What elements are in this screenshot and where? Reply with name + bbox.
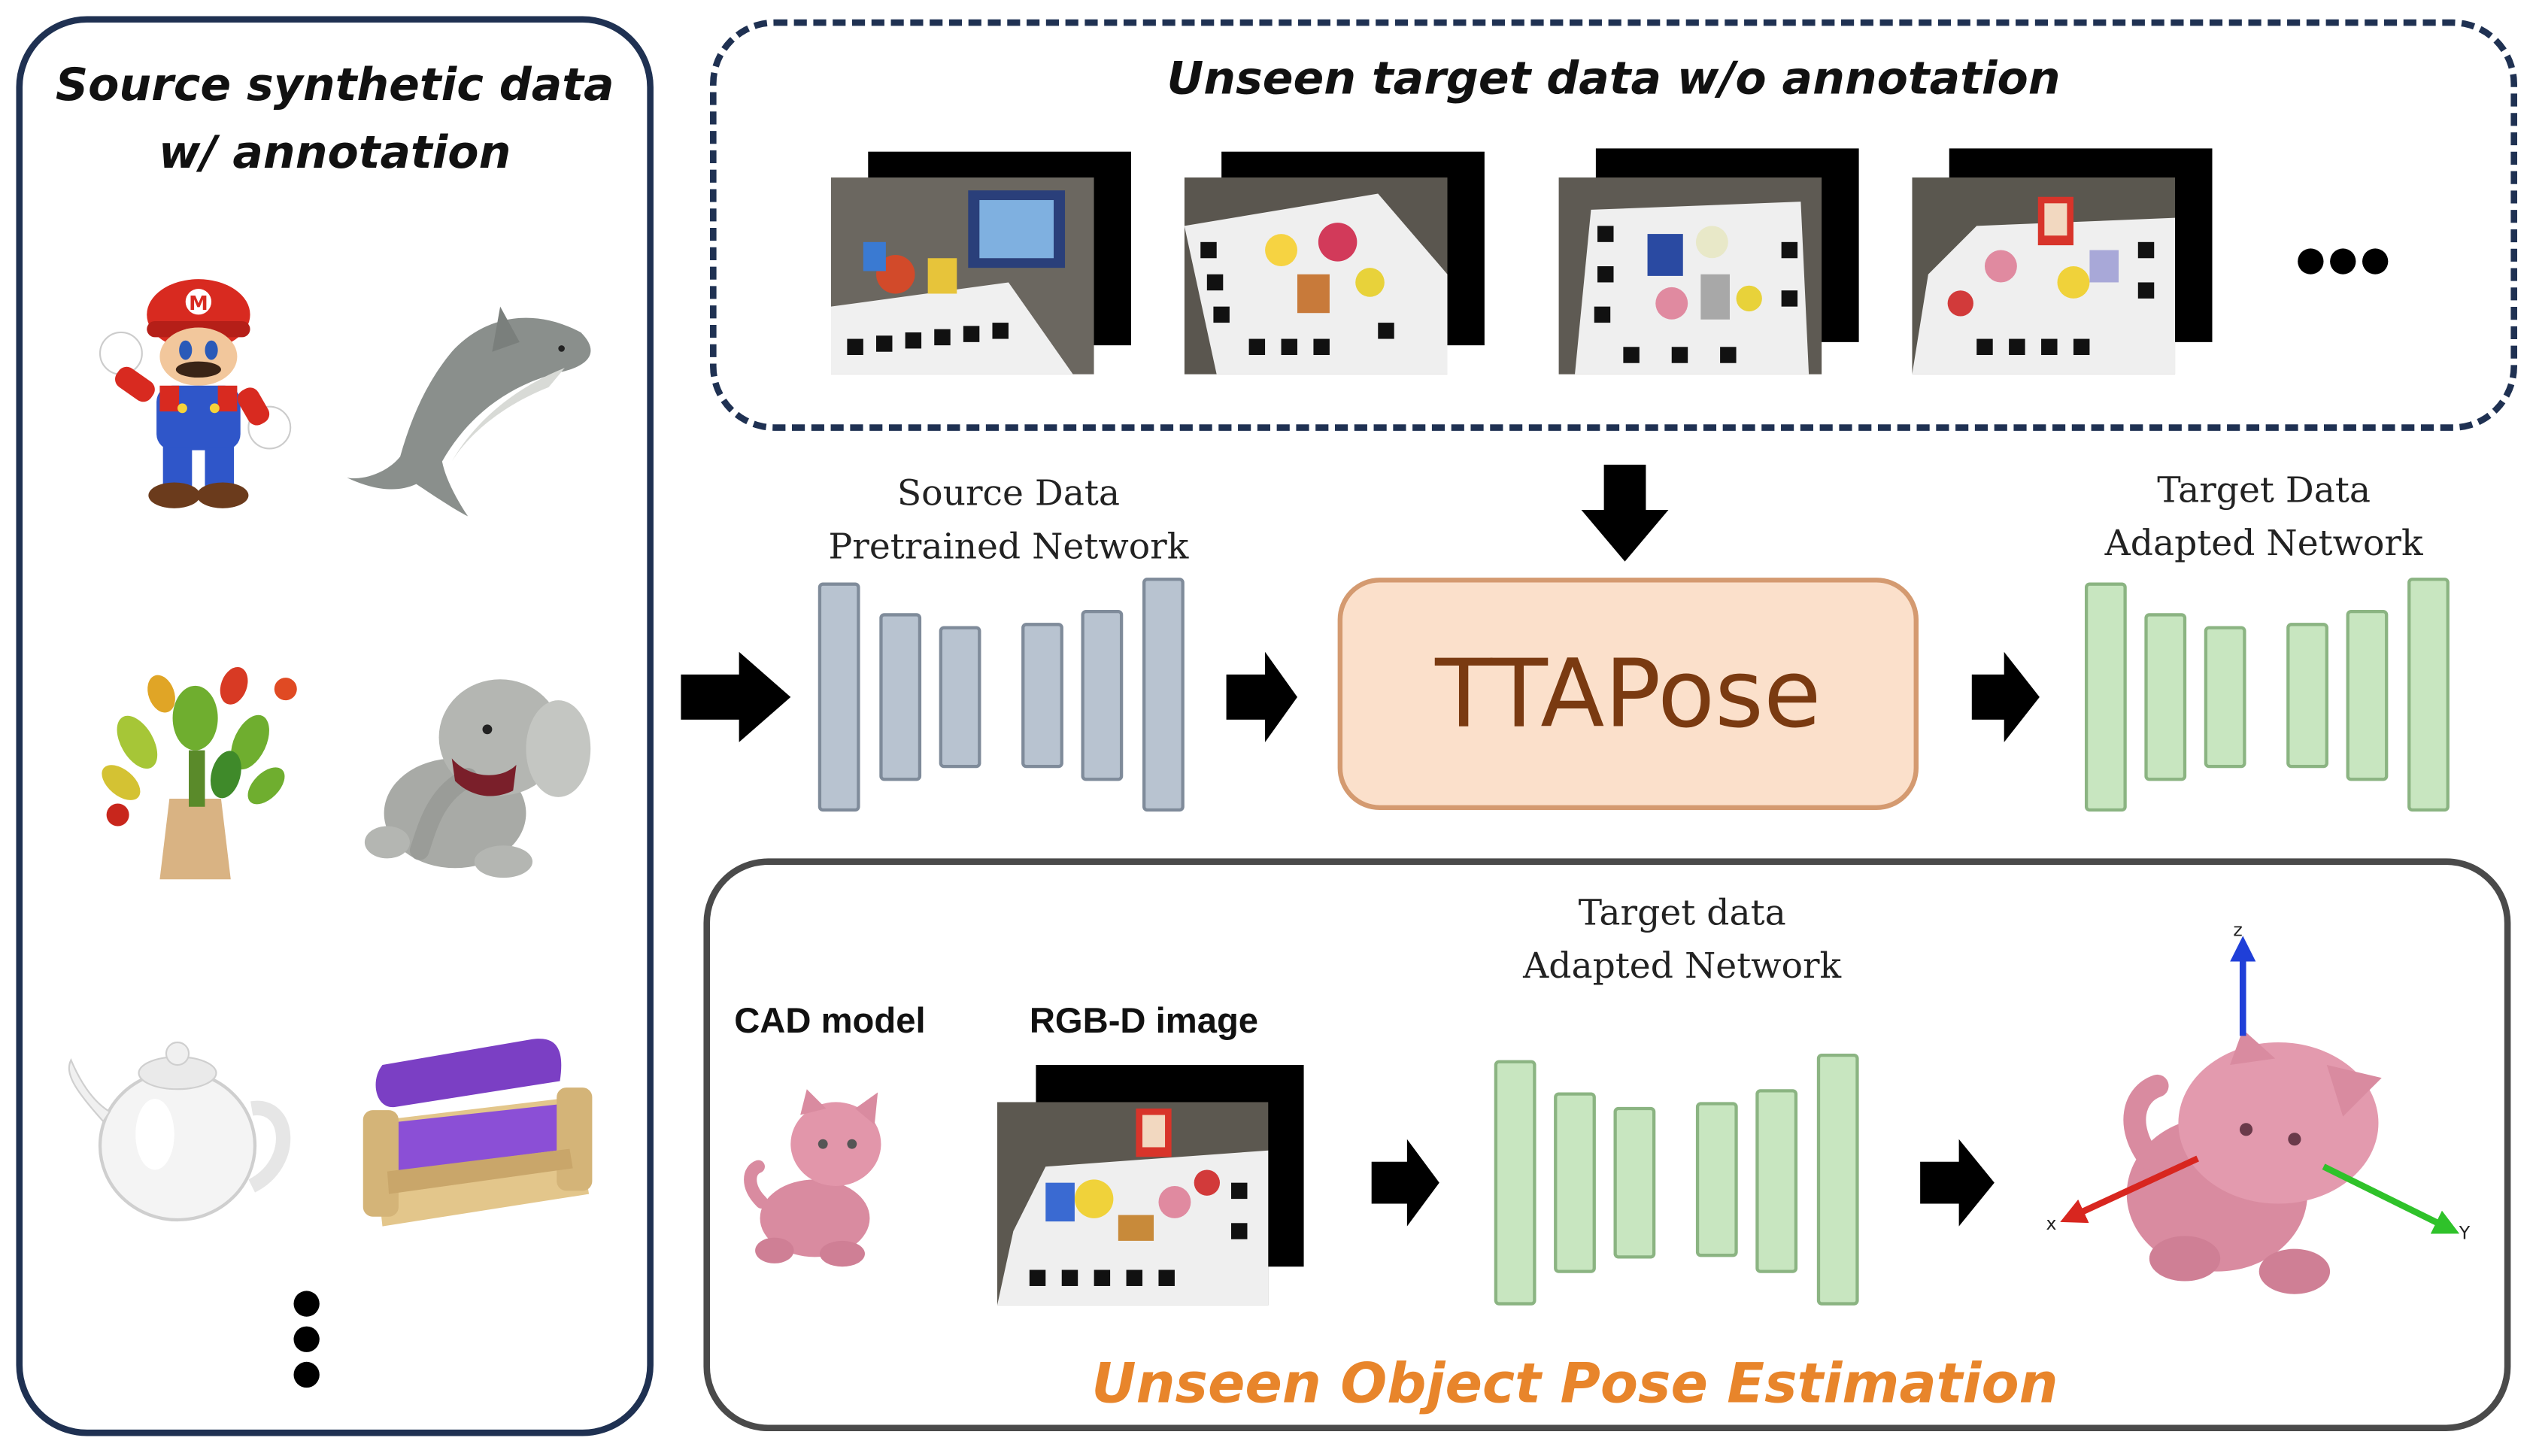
ttapose-box: TTAPose bbox=[1337, 578, 1919, 811]
network-layer-bar bbox=[2204, 626, 2246, 769]
elephant-plush-image bbox=[364, 679, 591, 878]
target-panel-title: Unseen target data w/o annotation bbox=[1166, 51, 2061, 105]
pretrained-label-line2: Pretrained Network bbox=[828, 527, 1189, 569]
cad-model-cat-image bbox=[744, 1089, 881, 1267]
target-frame-image bbox=[1912, 177, 2176, 375]
network-layer-bar bbox=[2084, 582, 2127, 812]
ellipsis-dot bbox=[2298, 248, 2324, 275]
network-layer-bar bbox=[2286, 623, 2328, 769]
rgbd-image-label: RGB-D image bbox=[1029, 1000, 1259, 1041]
network-layer-bar bbox=[818, 582, 860, 812]
pretrained-label-line1: Source Data bbox=[896, 474, 1121, 515]
cactus-toy-image bbox=[102, 666, 297, 880]
network-layer-bar bbox=[1613, 1106, 1656, 1259]
ellipsis-dot bbox=[293, 1291, 320, 1317]
arrow-down bbox=[1581, 464, 1669, 562]
network-layer-bar bbox=[1755, 1089, 1798, 1273]
network-layer-bar bbox=[1021, 623, 1063, 769]
target-frame-image bbox=[1558, 177, 1822, 375]
rgbd-image bbox=[997, 1102, 1269, 1306]
network-layer-bar bbox=[879, 613, 922, 781]
teapot-image bbox=[68, 1041, 291, 1222]
ellipsis-dot bbox=[2362, 248, 2389, 275]
target-data-panel bbox=[710, 19, 2517, 431]
network-layer-bar bbox=[1554, 1092, 1596, 1273]
network-layer-bar bbox=[1142, 578, 1185, 812]
bottom-network-label: Target data Adapted Network bbox=[1485, 887, 1880, 994]
svg-text:M: M bbox=[189, 293, 208, 315]
arrow-right bbox=[1971, 651, 2040, 742]
network-layer-bar bbox=[1695, 1102, 1738, 1257]
network-layer-bar bbox=[2346, 609, 2389, 781]
adapted-label-line1: Target Data bbox=[2157, 471, 2371, 512]
network-layer-bar bbox=[1081, 609, 1124, 781]
network-layer-bar bbox=[939, 626, 981, 769]
pose-output-image bbox=[2060, 936, 2460, 1294]
pretrained-network-label: Source Data Pretrained Network bbox=[807, 468, 1210, 575]
axis-x-label: x bbox=[2046, 1213, 2057, 1235]
target-frame-image bbox=[830, 177, 1094, 375]
arrow-right bbox=[1371, 1139, 1439, 1227]
source-title-line1: Source synthetic data bbox=[55, 58, 614, 112]
ellipsis-dot bbox=[2330, 248, 2356, 275]
adapted-network-label: Target Data Adapted Network bbox=[2062, 465, 2465, 572]
ellipsis-dot bbox=[293, 1326, 320, 1352]
network-layer-bar bbox=[2407, 578, 2450, 812]
cad-model-label: CAD model bbox=[734, 1000, 926, 1041]
axis-z-label: z bbox=[2233, 919, 2243, 941]
ttapose-label: TTAPose bbox=[1435, 639, 1822, 749]
arrow-right bbox=[681, 651, 791, 742]
pose-estimation-panel bbox=[703, 858, 2511, 1432]
bottom-network-label-line2: Adapted Network bbox=[1523, 947, 1842, 988]
network-layer-bar bbox=[2144, 613, 2187, 781]
sofa-image bbox=[363, 1039, 593, 1227]
bottom-network-label-line1: Target data bbox=[1578, 893, 1786, 935]
arrow-right bbox=[1920, 1139, 1995, 1227]
network-layer-bar bbox=[1494, 1060, 1537, 1306]
adapted-label-line2: Adapted Network bbox=[2104, 524, 2423, 565]
shark-image bbox=[347, 306, 591, 517]
source-panel-title: Source synthetic data w/ annotation bbox=[16, 52, 653, 187]
axis-y-label: Y bbox=[2459, 1223, 2471, 1245]
mario-figure-image: M bbox=[99, 279, 292, 508]
source-data-panel bbox=[16, 16, 654, 1436]
arrow-right bbox=[1226, 651, 1297, 742]
ellipsis-dot bbox=[293, 1361, 320, 1388]
target-frame-image bbox=[1184, 177, 1448, 375]
network-layer-bar bbox=[1816, 1054, 1859, 1306]
pose-estimation-title: Unseen Object Pose Estimation bbox=[1091, 1351, 2058, 1417]
source-title-line2: w/ annotation bbox=[159, 126, 511, 180]
